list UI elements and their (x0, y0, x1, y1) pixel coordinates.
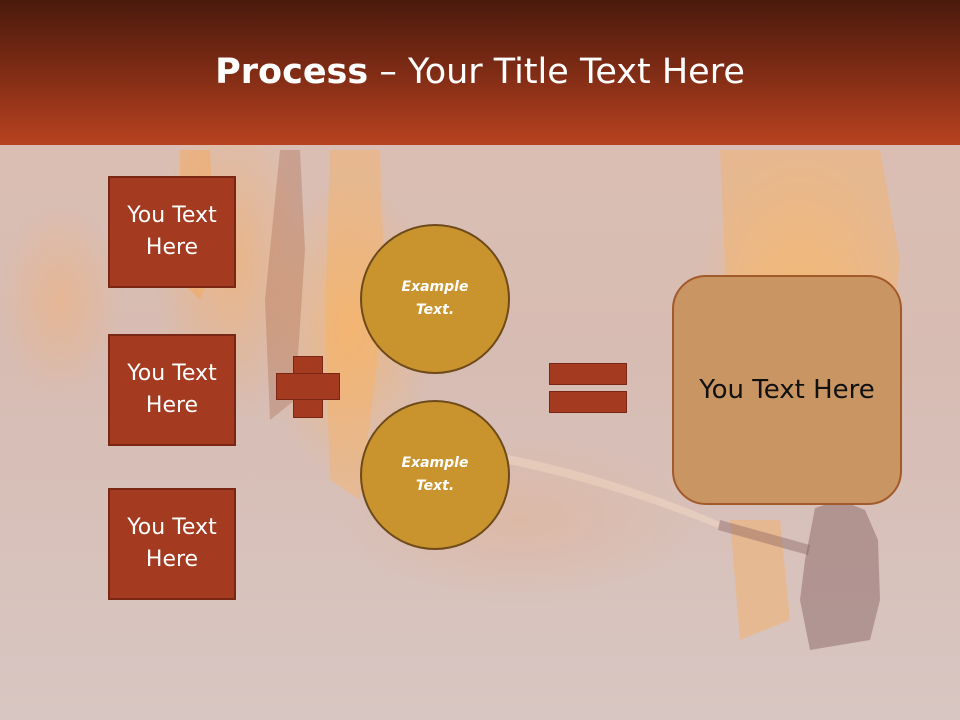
text-box-label: You Text Here (127, 361, 217, 418)
circle-label: Example Text. (401, 455, 469, 494)
example-circle-1: Example Text. (360, 224, 510, 374)
title-rest-part: – Your Title Text Here (368, 52, 745, 92)
text-box-label: You Text Here (127, 515, 217, 572)
text-box-label: You Text Here (127, 203, 217, 260)
result-label: You Text Here (699, 375, 875, 405)
text-box-3: You Text Here (108, 488, 236, 600)
text-box-2: You Text Here (108, 334, 236, 446)
circle-label: Example Text. (401, 279, 469, 318)
title-bold-part: Process (215, 52, 369, 92)
plus-center (294, 374, 322, 399)
result-box: You Text Here (672, 275, 902, 505)
equals-top-bar (549, 363, 627, 385)
text-box-1: You Text Here (108, 176, 236, 288)
header-bar: Process – Your Title Text Here (0, 0, 960, 145)
example-circle-2: Example Text. (360, 400, 510, 550)
equals-bottom-bar (549, 391, 627, 413)
page-title: Process – Your Title Text Here (0, 52, 960, 92)
